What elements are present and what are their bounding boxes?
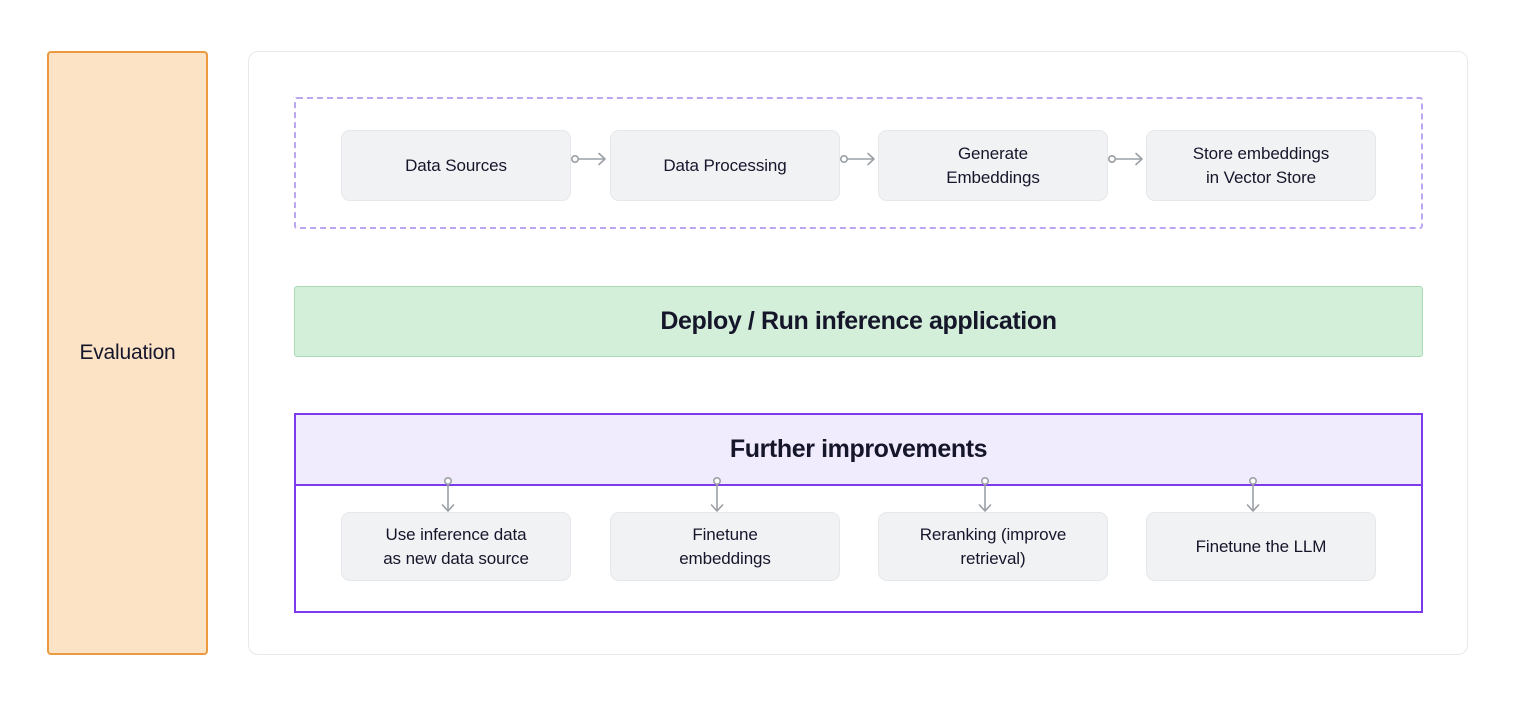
evaluation-panel: Evaluation xyxy=(47,51,208,655)
node-reranking[interactable]: Reranking (improve retrieval) xyxy=(878,512,1108,581)
deploy-band[interactable]: Deploy / Run inference application xyxy=(294,286,1423,357)
node-data-processing[interactable]: Data Processing xyxy=(610,130,840,201)
node-finetune-llm[interactable]: Finetune the LLM xyxy=(1146,512,1376,581)
node-use-inference-data[interactable]: Use inference data as new data source xyxy=(341,512,571,581)
evaluation-label: Evaluation xyxy=(79,341,176,364)
deploy-title: Deploy / Run inference application xyxy=(660,307,1057,335)
node-generate-embeddings[interactable]: Generate Embeddings xyxy=(878,130,1108,201)
diagram-card: Data Sources Data Processing Generate Em… xyxy=(248,51,1468,655)
ingestion-pipeline-group xyxy=(294,97,1423,229)
node-data-sources[interactable]: Data Sources xyxy=(341,130,571,201)
node-finetune-embeddings[interactable]: Finetune embeddings xyxy=(610,512,840,581)
further-improvements-header: Further improvements xyxy=(296,415,1421,486)
node-store-embeddings[interactable]: Store embeddings in Vector Store xyxy=(1146,130,1376,201)
further-improvements-title: Further improvements xyxy=(729,435,988,463)
